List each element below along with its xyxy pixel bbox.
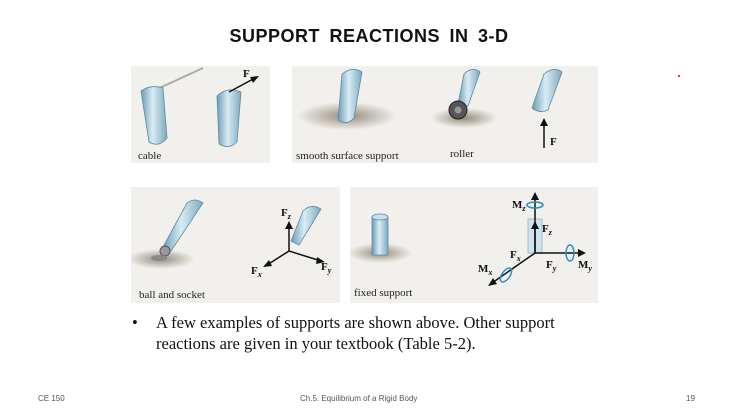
smooth-force-label: F [550, 136, 557, 148]
cable-caption: cable [138, 150, 162, 162]
slide-title: SUPPORT REACTIONS IN 3-D [229, 26, 509, 46]
fixed-caption: fixed support [354, 287, 413, 299]
fixed-mz-label: Mz [512, 199, 526, 214]
ball-fy-label: Fy [321, 261, 332, 276]
panel-fixed-support: Mz Fz Fx Fy Mx My fixed support [350, 187, 598, 303]
ball-fx-label: Fx [251, 265, 262, 280]
fixed-fz-label: Fz [542, 223, 552, 238]
footer-chapter: Ch.5. Equilibrium of a Rigid Body [300, 394, 418, 403]
ball-fz-label: Fz [281, 207, 291, 222]
bullet-marker: • [132, 313, 138, 332]
fixed-my-label: My [578, 259, 592, 274]
fixed-support-illustration [350, 192, 586, 286]
smooth-caption: smooth surface support [296, 150, 399, 162]
panel-cable: F cable [131, 66, 270, 163]
footer-page-number: 19 [686, 394, 695, 403]
cable-illustration [140, 67, 259, 147]
ball-socket-illustration [131, 199, 325, 269]
fixed-mx-label: Mx [478, 263, 493, 278]
smooth-roller-illustration [297, 69, 563, 148]
laser-dot [678, 75, 680, 77]
ball-caption: ball and socket [139, 289, 205, 301]
fixed-fy-label: Fy [546, 259, 557, 274]
panel-smooth-roller: F smooth surface support roller [292, 66, 598, 163]
roller-caption: roller [450, 148, 474, 160]
footer-course: CE 150 [38, 394, 65, 403]
bullet-text: A few examples of supports are shown abo… [156, 313, 555, 353]
fixed-fx-label: Fx [510, 249, 521, 264]
panel-ball-socket: Fz Fx Fy ball and socket [131, 187, 340, 303]
cable-force-label: F [243, 68, 250, 80]
